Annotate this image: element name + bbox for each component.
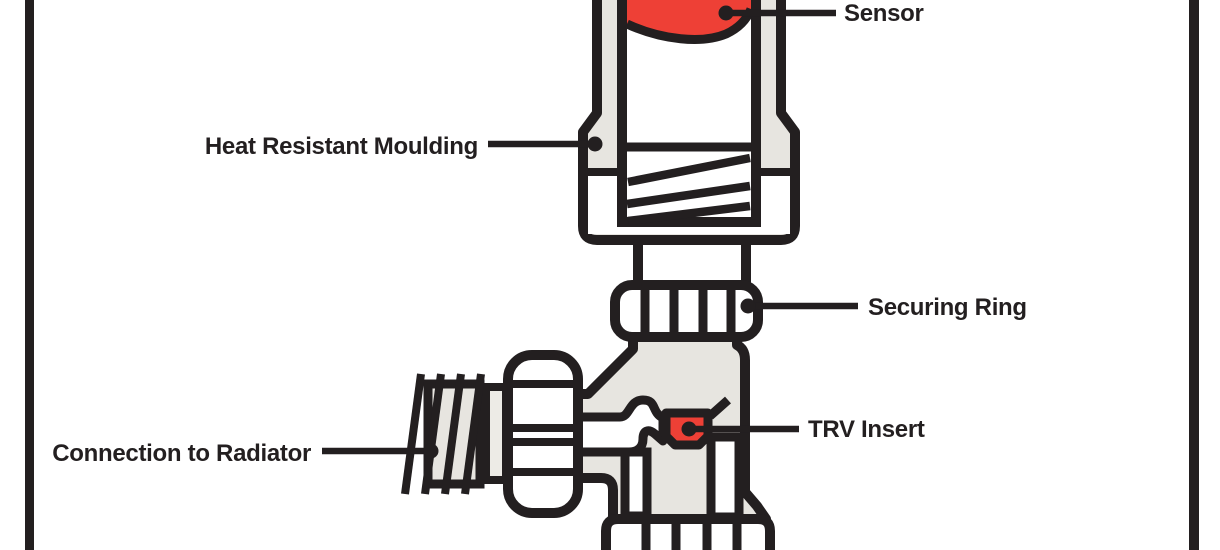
thread-ridge-4 — [461, 373, 485, 495]
frame-left-border — [25, 0, 34, 550]
radiator-connection — [401, 350, 583, 518]
label-securing-ring: Securing Ring — [868, 294, 1027, 321]
thread-ridge-1 — [401, 373, 425, 495]
securing-ring-shape — [610, 280, 763, 342]
label-heat-resistant-moulding: Heat Resistant Moulding — [205, 133, 478, 160]
thread-ridge-2 — [421, 373, 445, 495]
leader-dot-heat-resistant-moulding — [587, 136, 603, 152]
frame-right-border — [1189, 0, 1199, 550]
label-trv-insert: TRV Insert — [808, 416, 925, 443]
securing-ring-part — [610, 280, 763, 342]
bottom-pipe-nut — [601, 514, 775, 550]
label-connection-to-radiator: Connection to Radiator — [52, 440, 311, 467]
labels: Sensor Heat Resistant Moulding Securing … — [52, 0, 1027, 467]
union-nut — [503, 350, 583, 518]
sensor-boundary-curve — [625, 7, 756, 44]
spring-coil-2 — [626, 181, 751, 209]
thread-ridge-3 — [441, 373, 465, 495]
valve-body — [551, 332, 771, 524]
spindle-gap-left — [620, 447, 652, 521]
leader-dot-connection-to-radiator — [423, 443, 439, 459]
seat-pinch-right — [707, 396, 731, 420]
leader-dot-sensor — [718, 5, 734, 21]
spring-coil-3 — [627, 201, 751, 226]
thermostatic-head — [578, 0, 800, 245]
bottom-nut-shape — [601, 514, 775, 550]
spring-coil-1 — [627, 153, 751, 187]
leader-dot-trv-insert — [681, 421, 697, 437]
leader-lines — [322, 5, 858, 459]
label-sensor: Sensor — [844, 0, 924, 27]
outlet-water-channel — [706, 432, 744, 522]
leader-dot-securing-ring — [740, 298, 756, 314]
